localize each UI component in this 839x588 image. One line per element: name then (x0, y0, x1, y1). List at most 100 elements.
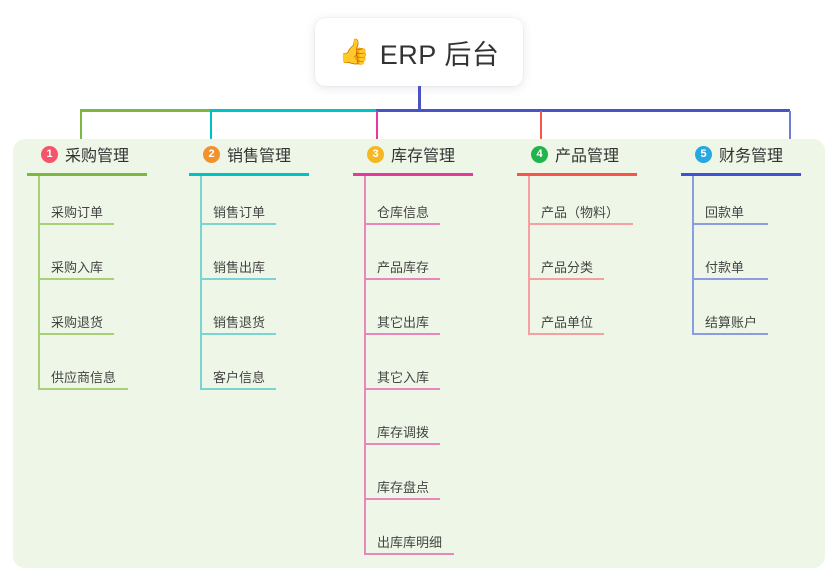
module-header-2[interactable]: 2 销售管理 (189, 139, 353, 169)
module-title-2: 销售管理 (227, 148, 292, 165)
module-item[interactable]: 产品（物料） (517, 176, 681, 231)
module-item-label: 产品库存 (377, 260, 430, 275)
module-item-label: 采购订单 (51, 205, 104, 220)
module-item[interactable]: 销售订单 (189, 176, 353, 231)
module-item[interactable]: 产品单位 (517, 286, 681, 341)
thumbs-up-icon: 👍 (338, 37, 370, 66)
module-item[interactable]: 库存盘点 (353, 451, 517, 506)
module-item-rule (38, 278, 114, 280)
module-item[interactable]: 出库库明细 (353, 506, 517, 561)
module-item[interactable]: 产品分类 (517, 231, 681, 286)
root-node-card[interactable]: 👍 ERP 后台 (315, 18, 523, 86)
module-item[interactable]: 销售退货 (189, 286, 353, 341)
module-badge-5: 5 (695, 145, 712, 163)
module-item-label: 销售出库 (213, 260, 266, 275)
module-item[interactable]: 采购订单 (27, 176, 189, 231)
module-header-1[interactable]: 1 采购管理 (27, 139, 189, 169)
module-item-label: 供应商信息 (51, 370, 117, 385)
module-column-4: 4 产品管理产品（物料）产品分类产品单位 (517, 139, 681, 341)
module-badge-2: 2 (203, 145, 220, 163)
module-item-label: 回款单 (705, 205, 745, 220)
module-badge-1: 1 (41, 145, 58, 163)
module-badge-4: 4 (531, 145, 548, 163)
module-item-label: 产品单位 (541, 315, 594, 330)
module-title-5: 财务管理 (719, 148, 784, 165)
module-item-label: 销售退货 (213, 315, 266, 330)
module-item[interactable]: 采购退货 (27, 286, 189, 341)
module-item-rule (200, 388, 276, 390)
module-item[interactable]: 采购入库 (27, 231, 189, 286)
module-item-list-1: 采购订单采购入库采购退货供应商信息 (27, 176, 189, 396)
module-item-label: 付款单 (705, 260, 745, 275)
module-item-rule (528, 333, 604, 335)
module-item-rule (200, 333, 276, 335)
module-item-label: 其它入库 (377, 370, 430, 385)
module-item-rule (200, 223, 276, 225)
module-column-2: 2 销售管理销售订单销售出库销售退货客户信息 (189, 139, 353, 396)
module-badge-3: 3 (367, 145, 384, 163)
modules-panel: 1 采购管理采购订单采购入库采购退货供应商信息 2 销售管理销售订单销售出库销售退货客… (13, 139, 825, 568)
module-item[interactable]: 付款单 (681, 231, 821, 286)
module-header-rule-5 (681, 173, 801, 176)
module-item-rule (364, 388, 440, 390)
module-item-rule (364, 223, 440, 225)
trunk-connector (418, 86, 421, 111)
module-item[interactable]: 库存调拨 (353, 396, 517, 451)
module-item[interactable]: 产品库存 (353, 231, 517, 286)
module-item-rule (364, 553, 454, 555)
module-item-label: 结算账户 (705, 315, 758, 330)
module-spine-2 (200, 176, 202, 390)
module-item-label: 客户信息 (213, 370, 266, 385)
drop-connector-5 (789, 111, 791, 140)
module-item[interactable]: 销售出库 (189, 231, 353, 286)
module-item-label: 仓库信息 (377, 205, 430, 220)
module-spine-3 (364, 176, 366, 555)
page-title: ERP 后台 (379, 39, 500, 70)
module-item-rule (364, 498, 440, 500)
module-item-list-4: 产品（物料）产品分类产品单位 (517, 176, 681, 341)
module-item-label: 其它出库 (377, 315, 430, 330)
module-item-label: 库存调拨 (377, 425, 430, 440)
module-item[interactable]: 供应商信息 (27, 341, 189, 396)
module-header-5[interactable]: 5 财务管理 (681, 139, 821, 169)
module-header-rule-1 (27, 173, 147, 176)
module-item[interactable]: 其它出库 (353, 286, 517, 341)
module-item-rule (38, 388, 128, 390)
module-item-label: 销售订单 (213, 205, 266, 220)
module-spine-5 (692, 176, 694, 335)
module-item-rule (692, 333, 768, 335)
module-header-rule-3 (353, 173, 473, 176)
module-item[interactable]: 其它入库 (353, 341, 517, 396)
module-header-3[interactable]: 3 库存管理 (353, 139, 517, 169)
module-item[interactable]: 仓库信息 (353, 176, 517, 231)
bus-segment-1 (80, 109, 210, 112)
module-item[interactable]: 客户信息 (189, 341, 353, 396)
module-item-label: 采购退货 (51, 315, 104, 330)
module-item-list-5: 回款单付款单结算账户 (681, 176, 821, 341)
module-item-label: 采购入库 (51, 260, 104, 275)
module-item-label: 出库库明细 (377, 535, 443, 550)
drop-connector-2 (210, 111, 212, 140)
module-item[interactable]: 结算账户 (681, 286, 821, 341)
module-item-label: 库存盘点 (377, 480, 430, 495)
module-item-list-3: 仓库信息产品库存其它出库其它入库库存调拨库存盘点出库库明细 (353, 176, 517, 561)
module-header-rule-4 (517, 173, 637, 176)
module-item-rule (200, 278, 276, 280)
module-title-4: 产品管理 (555, 148, 620, 165)
drop-connector-3 (376, 111, 378, 140)
drop-connector-1 (80, 111, 82, 140)
module-item-rule (38, 223, 114, 225)
module-item-list-2: 销售订单销售出库销售退货客户信息 (189, 176, 353, 396)
module-item-rule (364, 278, 440, 280)
module-spine-4 (528, 176, 530, 335)
module-item[interactable]: 回款单 (681, 176, 821, 231)
module-title-3: 库存管理 (391, 148, 456, 165)
module-item-rule (692, 278, 768, 280)
module-spine-1 (38, 176, 40, 390)
module-item-rule (528, 223, 633, 225)
module-header-4[interactable]: 4 产品管理 (517, 139, 681, 169)
module-item-rule (692, 223, 768, 225)
module-item-rule (364, 333, 440, 335)
module-column-1: 1 采购管理采购订单采购入库采购退货供应商信息 (27, 139, 189, 396)
module-title-1: 采购管理 (65, 148, 130, 165)
